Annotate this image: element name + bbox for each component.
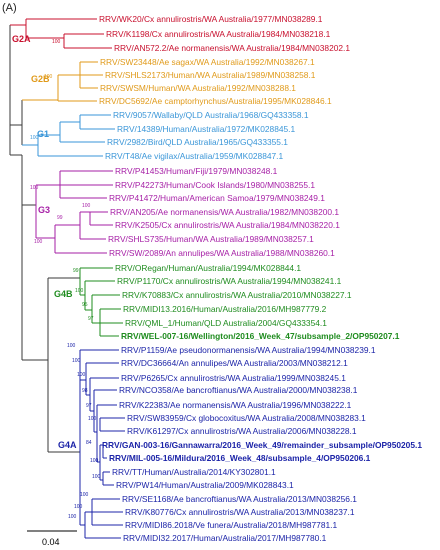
bootstrap-value: 100 (74, 504, 83, 510)
group-label: G3 (38, 205, 50, 215)
leaf-label: RRV/P1170/Cx annulirostris/WA Australia/… (117, 276, 342, 286)
bootstrap-value: 100 (34, 239, 43, 245)
leaf-label: RRV/SHLS2173/Human/WA Australia/1989/MN0… (105, 70, 316, 80)
leaf-label: RRV/2982/Bird/QLD Australia/1965/GQ43335… (107, 137, 288, 147)
leaf-label: RRV/K22383/Ae normanensis/WA Australia/1… (119, 400, 352, 410)
leaf-label: RRV/GAN-003-16/Gannawarra/2016_Week_49/r… (102, 440, 422, 450)
leaf-label: RRV/AN572.2/Ae normanensis/WA Australia/… (114, 43, 350, 53)
bootstrap-value: 98 (82, 388, 88, 394)
leaf-label: RRV/MIDI13.2016/Human/Australia/2016/MH9… (123, 304, 327, 314)
bootstrap-value: 100 (80, 492, 89, 498)
leaf-label: RRV/K80776/Cx annulirostris/WA Australia… (125, 507, 355, 517)
scale-bar: 0.04 (27, 530, 77, 547)
leaf-label: RRV/T48/Ae vigilax/Australia/1959/MK0288… (105, 151, 283, 161)
bootstrap-value: 100 (44, 74, 53, 80)
leaf-label: RRV/SW/2089/An annulipes/WA Australia/19… (109, 248, 335, 258)
bootstrap-value: 99 (57, 215, 63, 221)
leaf-label: RRV/P41453/Human/Fiji/1979/MN038248.1 (115, 166, 278, 176)
leaf-label: RRV/QML_1/Human/QLD Australia/2004/GQ433… (125, 318, 327, 328)
bootstrap-value: 97 (86, 403, 92, 409)
leaf-label: RRV/K61297/Cx annulirostris/WA Australia… (127, 426, 357, 436)
leaf-label: RRV/SW23448/Ae sagax/WA Australia/1992/M… (100, 57, 315, 67)
bootstrap-value: 100 (30, 185, 39, 191)
bootstrap-value: 100 (52, 39, 61, 45)
group-label: G2A (12, 34, 31, 44)
leaf-label: RRV/WEL-007-16/Wellington/2016_Week_47/s… (121, 331, 400, 341)
tree-branches (9, 18, 125, 539)
bootstrap-value: 84 (86, 440, 92, 446)
leaf-label: RRV/AN205/Ae normanensis/WA Australia/19… (110, 207, 339, 217)
leaf-label: RRV/14389/Human/Australia/1972/MK028845.… (117, 124, 296, 134)
leaf-label: RRV/MIDI32.2017/Human/Australia/2017/MH9… (123, 533, 327, 543)
leaf-label: RRV/P6265/Cx annulirostris/WA Australia/… (121, 373, 346, 383)
bootstrap-value: 100 (72, 358, 81, 364)
leaf-label: RRV/ORegan/Human/Australia/1994/MK028844… (115, 263, 301, 273)
group-label: G1 (37, 129, 49, 139)
scale-bar-label: 0.04 (42, 537, 60, 547)
bootstrap-value: 97 (88, 316, 94, 322)
leaf-label: RRV/K2505/Cx annulirostris/WA Australia/… (115, 220, 340, 230)
bootstrap-value: 100 (68, 514, 77, 520)
leaf-label: RRV/SE1168/Ae bancroftianus/WA Australia… (122, 494, 357, 504)
group-label: G4A (58, 440, 77, 450)
bootstrap-labels: 100 100 100 100 99 100 100 99 100 95 97 100 100 100 98… (30, 39, 101, 520)
leaf-label: RRV/SW83959/Cx globocoxitus/WA Australia… (127, 413, 366, 423)
leaf-labels: RRV/WK20/Cx annulirostris/WA Australia/1… (99, 14, 422, 543)
bootstrap-value: 100 (88, 416, 97, 422)
leaf-label: RRV/MIDI86.2018/Ve funera/Australia/2018… (125, 520, 337, 530)
leaf-label: RRV/NCO358/Ae bancroftianus/WA Australia… (119, 385, 358, 395)
panel-label: (A) (2, 2, 17, 14)
bootstrap-value: 100 (75, 288, 84, 294)
bootstrap-value: 100 (92, 474, 101, 480)
bootstrap-value: 100 (77, 372, 86, 378)
group-label: G4B (54, 289, 73, 299)
bootstrap-value: 100 (82, 203, 91, 209)
leaf-label: RRV/9057/Wallaby/QLD Australia/1968/GQ43… (113, 110, 309, 120)
leaf-label: RRV/P41472/Human/American Samoa/1979/MN0… (109, 193, 325, 203)
bootstrap-value: 100 (90, 458, 99, 464)
leaf-label: RRV/MIL-005-16/Mildura/2016_Week_48/subs… (109, 453, 371, 463)
group-label: G2B (31, 74, 50, 84)
bootstrap-value: 100 (67, 343, 76, 349)
leaf-label: RRV/DC5692/Ae camptorhynchus/Australia/1… (99, 96, 332, 106)
leaf-label: RRV/DC36664/An annulipes/WA Australia/20… (121, 358, 348, 368)
leaf-label: RRV/TT/Human/Australia/2014/KY302801.1 (112, 467, 276, 477)
leaf-label: RRV/P42273/Human/Cook Islands/1980/MN038… (115, 180, 315, 190)
leaf-label: RRV/SWSM/Human/WA Australia/1992/MN03828… (100, 83, 296, 93)
leaf-label: RRV/PW14/Human/Australia/2009/MK028843.1 (116, 480, 294, 490)
leaf-label: RRV/P1159/Ae pseudonormanensis/WA Austra… (121, 345, 376, 355)
leaf-label: RRV/SHLS735/Human/WA Australia/1989/MN03… (108, 234, 314, 244)
bootstrap-value: 100 (30, 135, 39, 141)
bootstrap-value: 99 (73, 268, 79, 274)
leaf-label: RRV/WK20/Cx annulirostris/WA Australia/1… (99, 14, 323, 24)
leaf-label: RRV/K1198/Cx annulirostris/WA Australia/… (106, 29, 331, 39)
bootstrap-value: 95 (82, 302, 88, 308)
leaf-label: RRV/K70883/Cx annulirostris/WA Australia… (122, 290, 352, 300)
